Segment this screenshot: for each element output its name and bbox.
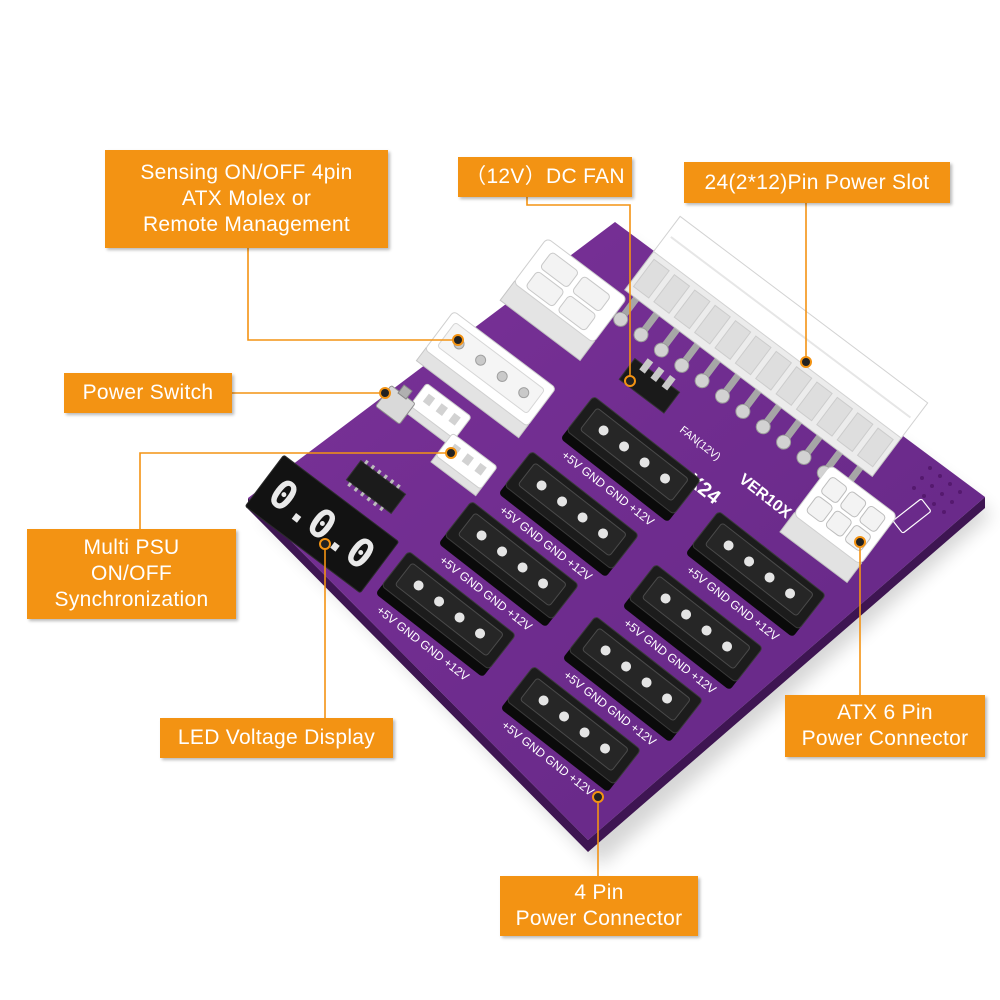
callout-4pin: 4 Pin Power Connector: [500, 876, 698, 936]
callout-line: 24(2*12)Pin Power Slot: [704, 170, 930, 194]
anchor-dot: [800, 356, 812, 368]
white-4pin-connector: [499, 239, 626, 362]
rohs-logo: [893, 498, 931, 534]
molex-4pin-connector-7: +5V GND GND +12V: [561, 617, 702, 749]
slot-ribs: [632, 258, 894, 468]
callout-line: 4 Pin: [574, 881, 624, 904]
dc-fan-header: [618, 357, 681, 414]
anchor-dot: [379, 387, 391, 399]
callout-leader-lines: [139, 197, 861, 876]
callout-line: Remote Management: [142, 213, 351, 236]
callout-line: ON/OFF: [90, 562, 173, 585]
callout-line: ATX 6 Pin: [837, 701, 933, 724]
leader-dc-fan: [526, 197, 631, 378]
molex-4pin-connector-3: +5V GND GND +12V: [437, 502, 578, 634]
anchor-dot: [624, 375, 636, 387]
callout-line: LED Voltage Display: [177, 726, 376, 749]
board-vias: [912, 466, 962, 514]
anchor-dot: [592, 791, 604, 803]
callout-multi-psu: Multi PSU ON/OFF Synchronization: [27, 529, 236, 619]
callout-led-display: LED Voltage Display: [160, 718, 393, 758]
callout-atx-6pin: ATX 6 Pin Power Connector: [785, 695, 985, 757]
callout-line: Sensing ON/OFF 4pin: [140, 161, 353, 184]
callout-power-switch: Power Switch: [64, 373, 232, 413]
callout-line: ATX Molex or: [181, 187, 312, 210]
ic-chip: [345, 459, 407, 515]
atx-6pin-connector: [779, 466, 896, 584]
callout-line: Power Switch: [82, 381, 214, 404]
atx-24pin-power-slot: [613, 215, 929, 496]
anchor-dot: [854, 536, 866, 548]
leader-sensing: [247, 248, 455, 341]
anchor-dot: [319, 538, 331, 550]
anchor-dot: [452, 334, 464, 346]
callout-line: （12V）DC FAN: [465, 165, 625, 188]
callout-anchor-dots: [319, 334, 866, 803]
leader-multi-psu: [139, 452, 448, 529]
callout-dc-fan: （12V）DC FAN: [458, 157, 632, 197]
slot-groove: [670, 236, 912, 419]
callout-line: Multi PSU: [83, 536, 180, 559]
callout-line: Power Connector: [515, 907, 683, 930]
callout-line: Power Connector: [801, 727, 969, 750]
callout-sensing: Sensing ON/OFF 4pin ATX Molex or Remote …: [105, 150, 388, 248]
callout-line: Synchronization: [54, 588, 209, 611]
anchor-dot: [445, 447, 457, 459]
callout-power-slot: 24(2*12)Pin Power Slot: [684, 162, 950, 203]
